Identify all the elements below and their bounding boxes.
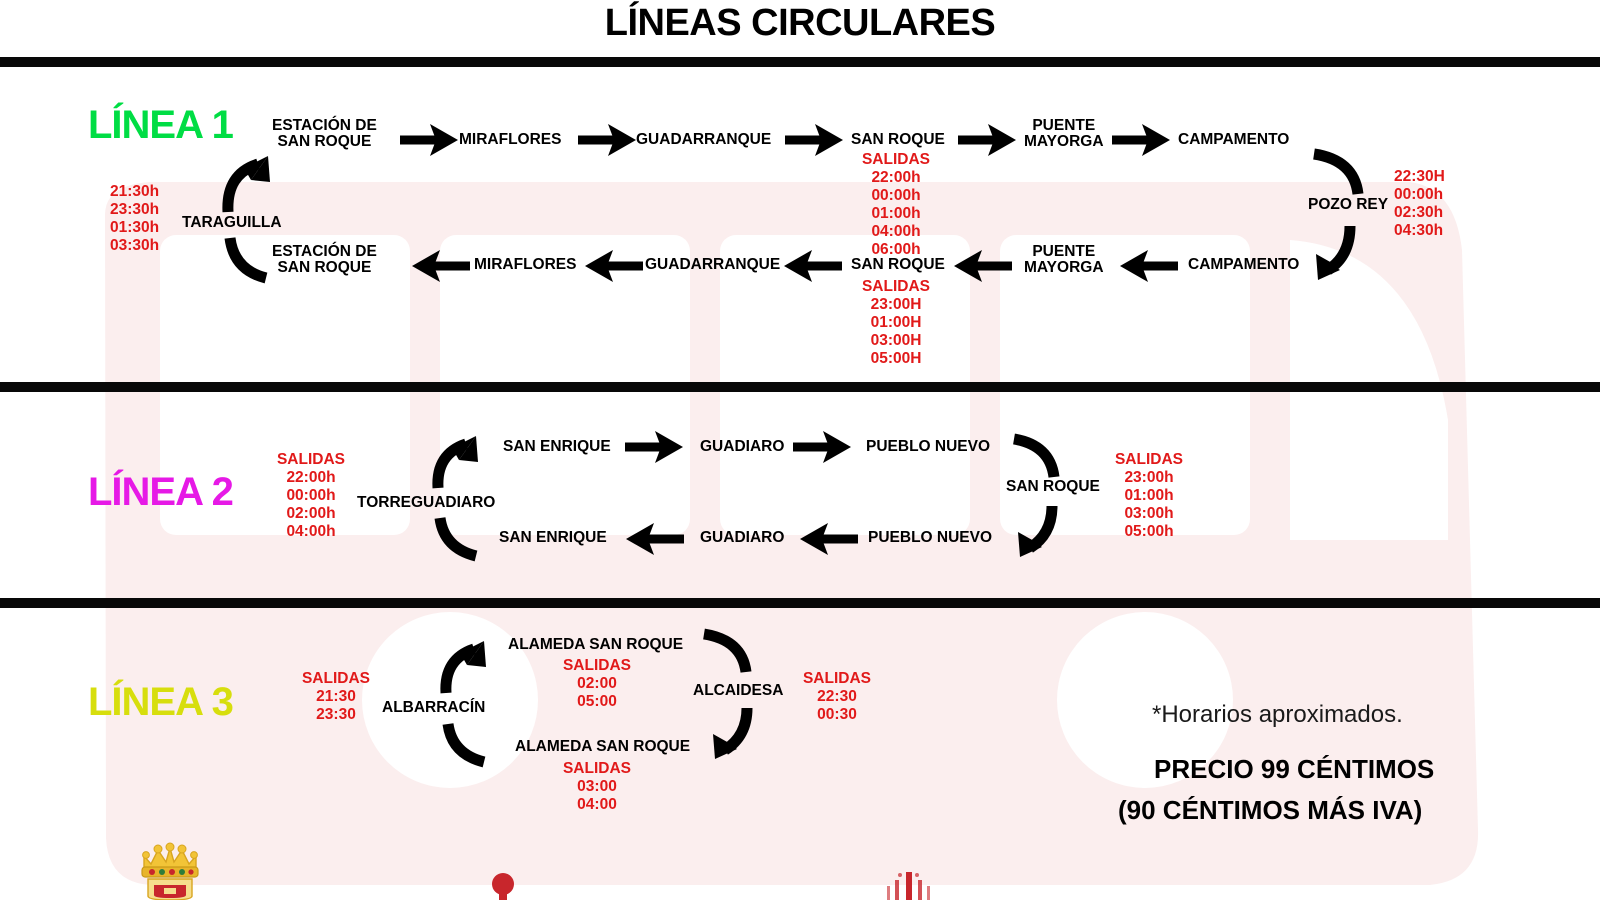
linea-3-turn-times: SALIDAS 22:30 00:30	[802, 670, 872, 723]
linea-1-out-stop-0: ESTACIÓN DE SAN ROQUE	[272, 117, 377, 150]
linea-1-turn-times: 22:30H 00:00h 02:30h 04:30h	[1394, 168, 1445, 239]
linea-1-in-stop-0: CAMPAMENTO	[1188, 256, 1300, 273]
linea-1-taraguilla-times: 21:30h 23:30h 01:30h 03:30h	[110, 183, 160, 254]
linea-2-hub-torreguadiaro: TORREGUADIARO	[357, 494, 496, 511]
page-title: LÍNEAS CIRCULARES	[604, 2, 996, 44]
linea-2-turn-san-roque: SAN ROQUE	[1006, 478, 1100, 495]
linea-3-out-stop-0-times: SALIDAS 02:00 05:00	[562, 657, 632, 710]
linea-1-in-stop-4: MIRAFLORES	[474, 256, 577, 273]
linea-2-turn-times: SALIDAS 23:00h 01:00h 03:00h 05:00h	[1114, 451, 1184, 540]
linea-1-hub-taraguilla: TARAGUILLA	[182, 214, 282, 231]
linea-1-out-stop-3-times: SALIDAS 22:00h 00:00h 01:00h 04:00h 06:0…	[861, 151, 931, 258]
linea-3-turn-alcaidesa: ALCAIDESA	[693, 682, 784, 699]
linea-1-out-arrow-2	[785, 124, 843, 156]
linea-1-hub-curve-down-arrow	[224, 237, 268, 284]
linea-1-out-arrow-0	[400, 124, 458, 156]
linea-3-hub-times: SALIDAS 21:30 23:30	[301, 670, 371, 723]
linea-1-out-arrow-1	[578, 124, 636, 156]
linea-1-label: LÍNEA 1	[88, 103, 234, 147]
linea-1-turn-curve-out-arrow	[1316, 225, 1356, 280]
san-roque-coat-of-arms	[141, 842, 199, 900]
linea-3-hub-curve-up-arrow	[440, 641, 486, 694]
note-approximate-schedules: *Horarios aproximados.	[1152, 701, 1403, 728]
linea-1-in-stop-1: PUENTE MAYORGA	[1024, 243, 1104, 276]
linea-1-in-stop-2-times: SALIDAS 23:00H 01:00H 03:00H 05:00H	[861, 278, 931, 367]
linea-1-in-arrow-0	[1120, 250, 1178, 282]
linea-2-hub-curve-down-arrow	[434, 516, 478, 562]
note-price-line-2: (90 CÉNTIMOS MÁS IVA)	[1118, 795, 1423, 825]
linea-3-turn-curve-out-arrow	[713, 707, 753, 759]
linea-1-in-stop-3: GUADARRANQUE	[645, 256, 781, 273]
linea-2-out-stop-0: SAN ENRIQUE	[503, 438, 611, 455]
red-burst-mark	[887, 872, 930, 900]
linea-2-out-stop-2: PUEBLO NUEVO	[866, 438, 991, 455]
divider-line2	[0, 598, 1600, 608]
linea-1-out-arrow-4	[1112, 124, 1170, 156]
linea-2-in-stop-0: PUEBLO NUEVO	[868, 529, 993, 546]
linea-1-in-arrow-3	[585, 250, 643, 282]
linea-1-in-stop-5: ESTACIÓN DE SAN ROQUE	[272, 243, 377, 276]
linea-3-in-stop-0-times: SALIDAS 03:00 04:00	[562, 760, 632, 813]
linea-1-out-stop-1: MIRAFLORES	[459, 131, 562, 148]
linea-1-turn-pozo-rey: POZO REY	[1308, 196, 1389, 213]
linea-2-in-arrow-1	[626, 523, 684, 555]
note-price-line-1: PRECIO 99 CÉNTIMOS	[1154, 754, 1435, 784]
linea-3-turn-curve-in-arrow	[702, 628, 752, 673]
linea-1-out-stop-3: SAN ROQUE	[851, 131, 945, 148]
linea-2-hub-curve-up-arrow	[432, 436, 478, 489]
linea-2-out-stop-1: GUADIARO	[700, 438, 785, 455]
linea-1-hub-curve-up-arrow	[222, 156, 270, 213]
linea-1-out-stop-4: PUENTE MAYORGA	[1024, 117, 1104, 150]
linea-2-out-arrow-1	[793, 431, 851, 463]
linea-1-in-arrow-4	[412, 250, 470, 282]
linea-1-in-stop-2: SAN ROQUE	[851, 256, 945, 273]
linea-3-out-stop-0: ALAMEDA SAN ROQUE	[508, 636, 684, 653]
linea-2-out-arrow-0	[625, 431, 683, 463]
linea-2-in-stop-1: GUADIARO	[700, 529, 785, 546]
linea-3-in-stop-0: ALAMEDA SAN ROQUE	[515, 738, 691, 755]
red-logo-mark	[492, 873, 514, 900]
linea-2-in-arrow-0	[800, 523, 858, 555]
linea-1-out-stop-2: GUADARRANQUE	[636, 131, 772, 148]
linea-1-out-stop-5: CAMPAMENTO	[1178, 131, 1290, 148]
linea-3-label: LÍNEA 3	[88, 680, 234, 724]
linea-2-in-stop-2: SAN ENRIQUE	[499, 529, 607, 546]
divider-line1	[0, 382, 1600, 392]
linea-3-hub-albarracin: ALBARRACÍN	[382, 699, 486, 716]
linea-2-turn-curve-out-arrow	[1018, 505, 1058, 557]
linea-1-in-arrow-1	[954, 250, 1012, 282]
linea-2-hub-times: SALIDAS 22:00h 00:00h 02:00h 04:00h	[276, 451, 346, 540]
linea-1-out-arrow-3	[958, 124, 1016, 156]
linea-1-in-arrow-2	[784, 250, 842, 282]
linea-2-turn-curve-in-arrow	[1012, 433, 1060, 478]
linea-2-label: LÍNEA 2	[88, 470, 234, 514]
divider-top	[0, 57, 1600, 67]
linea-3-hub-curve-down-arrow	[442, 722, 486, 768]
linea-1-turn-curve-in-arrow	[1313, 148, 1364, 195]
